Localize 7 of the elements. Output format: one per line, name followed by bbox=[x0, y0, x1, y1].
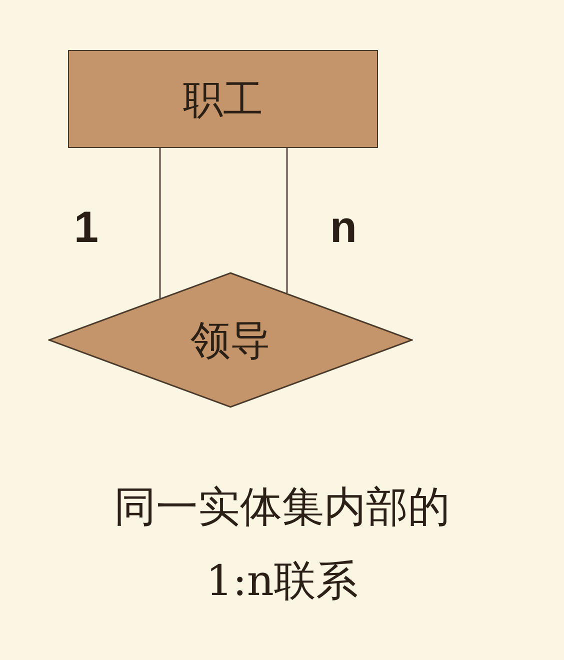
entity-name: 职工 bbox=[183, 76, 263, 124]
caption: 同一实体集内部的1:n联系 bbox=[113, 481, 451, 607]
relationship-name: 领导 bbox=[190, 316, 270, 366]
connector-line bbox=[286, 148, 288, 294]
connector-line bbox=[159, 148, 161, 298]
relationship-diamond bbox=[48, 272, 413, 408]
entity-box bbox=[68, 50, 378, 148]
